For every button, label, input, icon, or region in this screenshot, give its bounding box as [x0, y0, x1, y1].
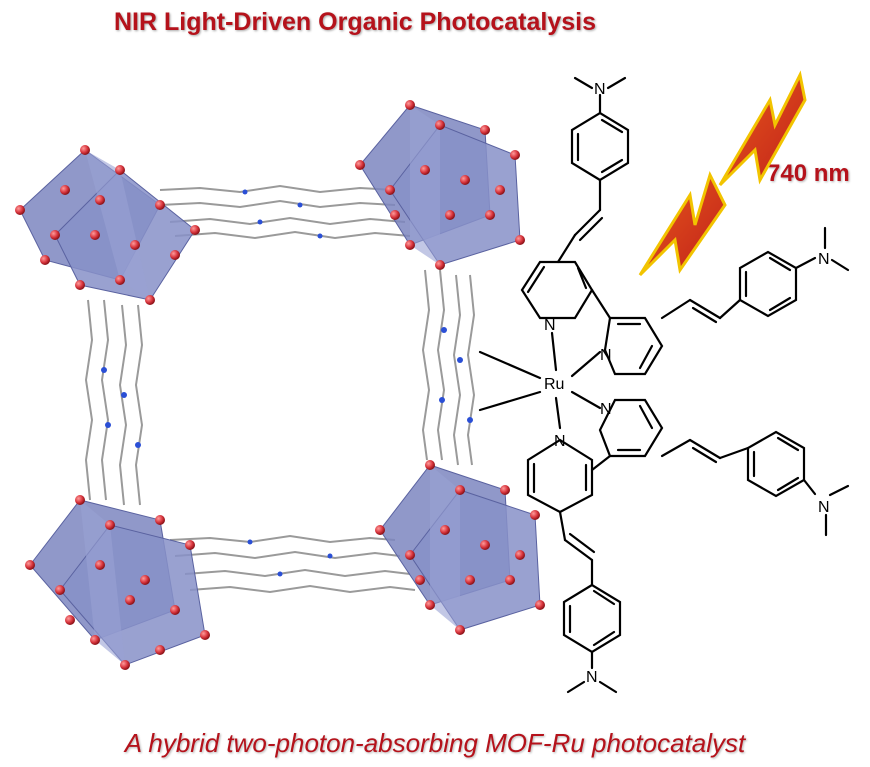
linker-top [159, 184, 411, 240]
n-label: N [594, 81, 606, 98]
mof-framework [15, 100, 545, 670]
n-label: N [554, 433, 566, 450]
sbu-bottom-left [25, 495, 210, 670]
ru-complex-structure [478, 76, 850, 694]
sbu-top-left [15, 145, 200, 305]
figure-caption: A hybrid two-photon-absorbing MOF-Ru pho… [124, 728, 746, 758]
linker-bottom [169, 534, 416, 594]
lightning-bolt-icon [638, 70, 807, 277]
linker-right [421, 269, 476, 466]
n-label: N [544, 317, 556, 334]
n-label: N [586, 669, 598, 686]
n-label: N [600, 347, 612, 364]
n-label: N [818, 499, 830, 516]
n-label: N [818, 251, 830, 268]
n-label: N [600, 401, 612, 418]
figure-title: NIR Light-Driven Organic Photocatalysis [113, 8, 597, 36]
ru-label: Ru [544, 376, 564, 393]
atom-labels: Ru N N N N N N N N [544, 81, 830, 686]
sbu-bottom-right [375, 460, 545, 635]
wavelength-label: 740 nm [767, 160, 850, 187]
linker-left [84, 299, 144, 506]
sbu-top-right [355, 100, 525, 270]
